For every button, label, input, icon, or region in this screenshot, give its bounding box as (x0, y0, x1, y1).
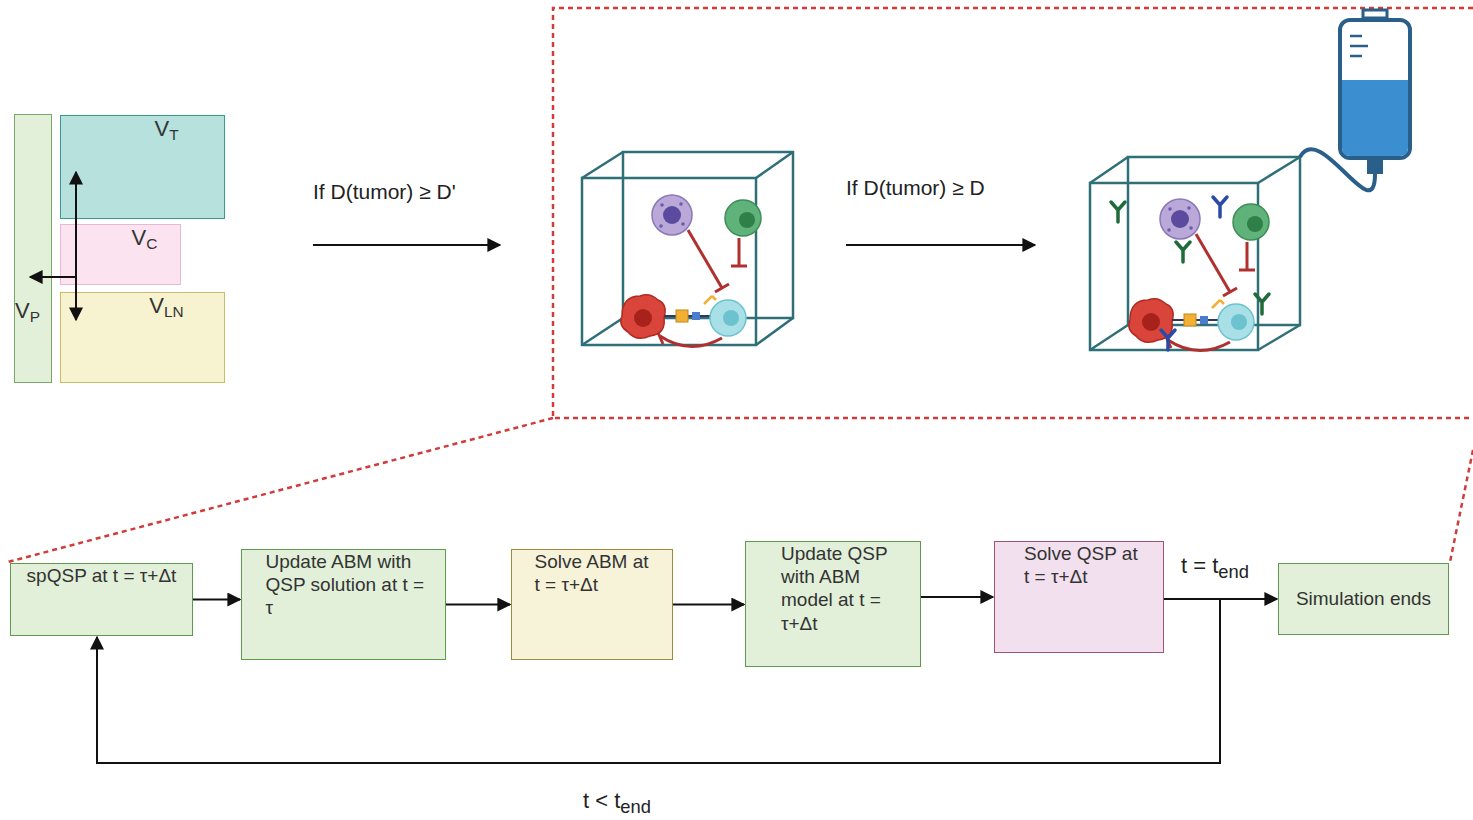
step-text: Update ABM with QSP solution at t = τ (266, 550, 426, 620)
zoom-frame (1450, 450, 1473, 562)
process-box: Update QSP with ABM model at t = τ+Δt (745, 541, 921, 667)
cell-group (621, 195, 761, 347)
iv-bag (1300, 10, 1410, 190)
flow-connector (921, 596, 993, 598)
step-text: Solve ABM at t = τ+Δt (535, 550, 654, 596)
antibody (1176, 242, 1190, 262)
tumor-cube (582, 318, 623, 345)
process-box: Update ABM with QSP solution at t = τ (241, 549, 446, 660)
transition-arrow (846, 244, 1035, 246)
compartment-box: VP (14, 114, 52, 383)
zoom-frame (8, 418, 553, 562)
compartment-box: VT (60, 115, 225, 219)
flow-connector (673, 604, 744, 606)
iv-bag (1350, 45, 1368, 48)
antibody (1161, 330, 1175, 350)
edge-label: t < tend (580, 788, 654, 818)
condition-label: If D(tumor) ≥ D' (310, 180, 459, 204)
compartment-label: VC (132, 225, 158, 252)
condition-label: If D(tumor) ≥ D (843, 176, 988, 200)
zoom-frame (553, 8, 1473, 418)
treated-tumor-cube (1258, 325, 1300, 350)
antibody (1213, 197, 1227, 217)
transition-arrow (313, 244, 500, 246)
cell-group (1129, 199, 1269, 351)
process-box: spQSP at t = τ+Δt (10, 563, 193, 636)
tumor-cube (582, 178, 756, 345)
step-text: Solve QSP at t = τ+Δt (1024, 542, 1138, 588)
treated-tumor-cube (1090, 157, 1128, 183)
iv-bag (1350, 35, 1362, 38)
iv-bag (1363, 10, 1387, 18)
transition-arrow (313, 244, 1035, 246)
treated-tumor-cube (1090, 183, 1258, 350)
compartment-box: VLN (60, 292, 225, 383)
iv-bag (1367, 158, 1383, 174)
antibody (1111, 202, 1125, 222)
treated-tumor-cube (1090, 325, 1128, 350)
tumor-cube (623, 152, 793, 318)
antibody (1255, 294, 1269, 314)
iv-bag (1350, 55, 1362, 58)
tumor-cube (756, 152, 793, 178)
compartment-label: VP (15, 298, 40, 325)
compartment-label: VLN (149, 293, 183, 320)
step-text: spQSP at t = τ+Δt (27, 564, 177, 587)
compartment-box: VC (60, 224, 181, 285)
zoom-frame (8, 8, 1473, 562)
flow-connector (75, 277, 77, 320)
tumor-cube (582, 152, 793, 345)
iv-bag (1340, 20, 1410, 158)
flow-connector (446, 604, 510, 606)
treated-tumor-cube (1090, 157, 1300, 350)
treated-tumor-cube (1128, 157, 1300, 325)
iv-bag (1300, 149, 1375, 190)
loop-connector (97, 599, 1220, 763)
edge-label: t = tend (1178, 553, 1252, 583)
compartment-label: VT (154, 116, 178, 143)
terminal-box: Simulation ends (1278, 563, 1449, 635)
flow-connector (193, 599, 240, 601)
treated-tumor-cube (1258, 157, 1300, 183)
antibody (1111, 197, 1269, 350)
flow-connector (75, 172, 77, 277)
step-text: Update QSP with ABM model at t = τ+Δt (781, 542, 893, 635)
tumor-cube (582, 152, 623, 178)
process-box: Solve QSP at t = τ+Δt (994, 541, 1164, 653)
flow-connector (1164, 598, 1277, 600)
tumor-cube (756, 318, 793, 345)
iv-bag (1342, 80, 1408, 156)
process-box: Solve ABM at t = τ+Δt (511, 549, 673, 660)
flow-connector (30, 276, 76, 278)
step-text: Simulation ends (1296, 587, 1431, 610)
